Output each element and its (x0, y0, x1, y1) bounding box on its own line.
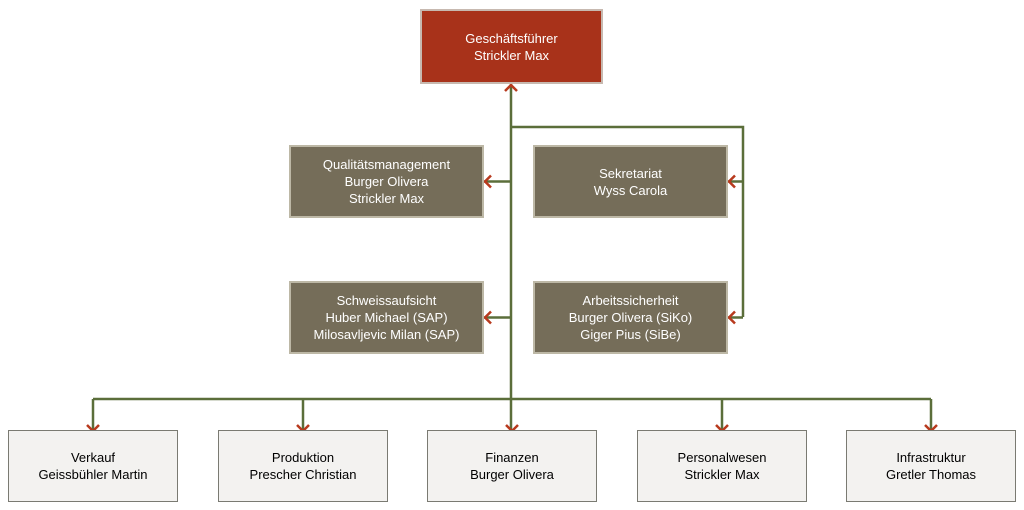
connector-lines (91, 84, 933, 430)
node-person: Milosavljevic Milan (SAP) (313, 327, 460, 342)
node-person: Gretler Thomas (885, 467, 977, 482)
node-title: Geschäftsführer (465, 30, 558, 46)
node-arbeitssicherheit[interactable]: Arbeitssicherheit Burger Olivera (SiKo) … (533, 281, 728, 354)
arrow-root (504, 83, 518, 92)
node-title: Finanzen (485, 450, 539, 465)
node-person: Burger Olivera (470, 467, 554, 482)
node-title: Schweissaufsicht (336, 293, 437, 308)
node-person: Strickler Max (684, 467, 760, 482)
node-person: Giger Pius (SiBe) (580, 327, 681, 342)
connector-right-branch (511, 125, 745, 317)
arrow-sekretariat (727, 174, 736, 189)
node-person: Huber Michael (SAP) (325, 310, 448, 325)
node-person: Geissbühler Martin (38, 467, 148, 482)
node-person: Wyss Carola (593, 182, 668, 198)
arrow-qualitaetsmanagement (483, 174, 492, 189)
node-person: Burger Olivera (SiKo) (568, 310, 693, 325)
node-title: Arbeitssicherheit (582, 293, 679, 308)
node-title: Infrastruktur (896, 450, 966, 465)
node-title: Produktion (271, 450, 335, 465)
node-qualitaetsmanagement[interactable]: Qualitätsmanagement Burger Olivera Stric… (289, 145, 484, 218)
node-produktion[interactable]: Produktion Prescher Christian (218, 430, 388, 502)
node-schweissaufsicht[interactable]: Schweissaufsicht Huber Michael (SAP) Mil… (289, 281, 484, 354)
node-verkauf[interactable]: Verkauf Geissbühler Martin (8, 430, 178, 502)
node-title: Sekretariat (599, 165, 662, 181)
node-title: Personalwesen (677, 450, 767, 465)
node-infrastruktur[interactable]: Infrastruktur Gretler Thomas (846, 430, 1016, 502)
node-title: Verkauf (70, 450, 116, 465)
node-personalwesen[interactable]: Personalwesen Strickler Max (637, 430, 807, 502)
arrow-arbeitssicherheit (727, 310, 736, 325)
node-person: Strickler Max (348, 191, 425, 206)
node-title: Qualitätsmanagement (322, 157, 451, 172)
node-sekretariat[interactable]: Sekretariat Wyss Carola (533, 145, 728, 218)
node-person: Prescher Christian (249, 467, 357, 482)
node-geschaeftsfuehrer[interactable]: Geschäftsführer Strickler Max (420, 9, 603, 84)
arrow-schweissaufsicht (483, 310, 492, 325)
node-finanzen[interactable]: Finanzen Burger Olivera (427, 430, 597, 502)
node-person: Burger Olivera (344, 174, 429, 189)
node-person: Strickler Max (473, 47, 550, 63)
